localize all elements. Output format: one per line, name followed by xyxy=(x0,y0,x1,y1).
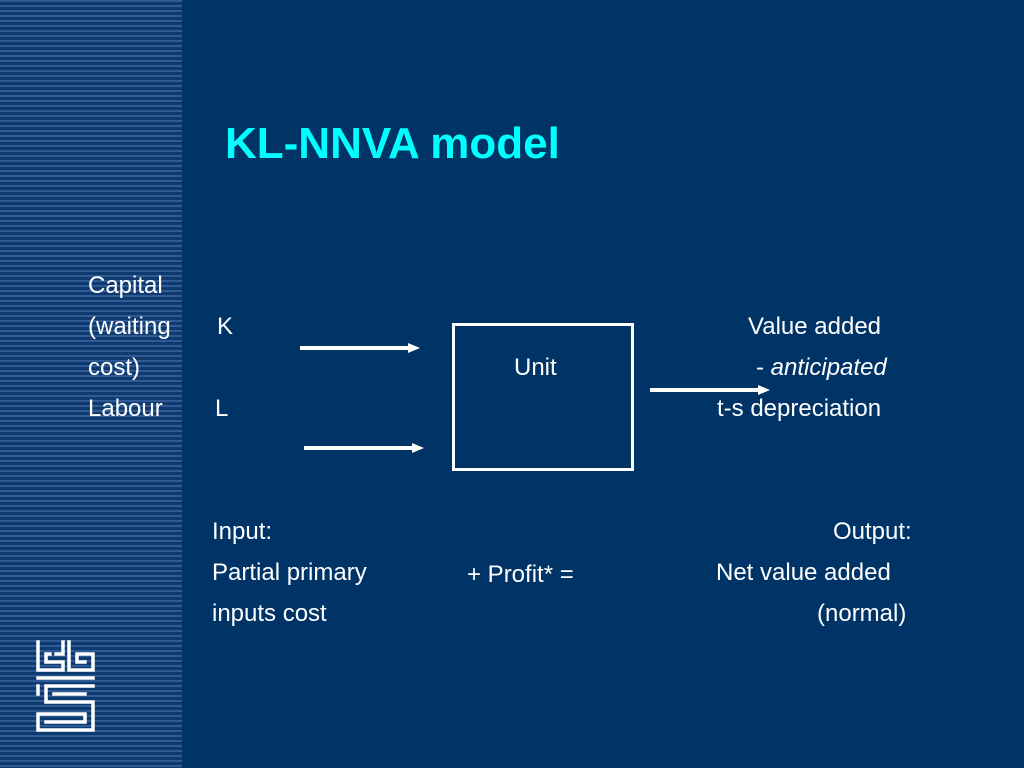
net-value-added-label: Net value added xyxy=(716,559,891,586)
output-label: Output: xyxy=(833,518,912,545)
minus-sign: - xyxy=(756,354,771,381)
slide-title: KL-NNVA model xyxy=(225,119,560,168)
normal-label: (normal) xyxy=(817,600,907,627)
cbs-logo-icon xyxy=(36,640,95,732)
l-symbol: L xyxy=(215,395,229,422)
input-label: Input: xyxy=(212,518,273,545)
anticipated-line: - anticipated xyxy=(756,353,887,383)
profit-label: + Profit* = xyxy=(467,561,574,588)
anticipated-label: anticipated xyxy=(770,354,887,381)
inputs-cost-label: inputs cost xyxy=(212,600,327,627)
decorative-stripe-band xyxy=(0,0,182,768)
unit-box xyxy=(452,323,634,471)
value-added-label: Value added xyxy=(748,313,882,340)
partial-primary-label: Partial primary xyxy=(212,559,367,586)
capital-arrow xyxy=(300,343,420,353)
depreciation-label: t-s depreciation xyxy=(717,395,882,422)
labour-arrow xyxy=(304,443,424,453)
unit-label: Unit xyxy=(514,354,557,381)
labour-label: Labour xyxy=(88,395,163,422)
cost-label: cost) xyxy=(88,354,141,381)
k-symbol: K xyxy=(217,313,234,340)
capital-label: Capital xyxy=(88,272,163,299)
output-arrow xyxy=(650,385,770,395)
waiting-label: (waiting xyxy=(88,313,171,340)
